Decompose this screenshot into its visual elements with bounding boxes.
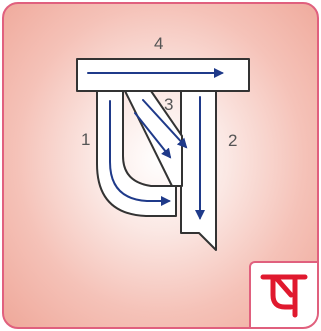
stroke-number-2: 2	[228, 132, 237, 149]
letter-glyph-icon	[251, 263, 313, 323]
letter-badge	[249, 261, 317, 327]
letter-card: 4 3 1 2	[2, 2, 319, 329]
letter-outline	[77, 59, 249, 250]
stroke-number-1: 1	[81, 131, 90, 148]
stroke-number-4: 4	[154, 35, 163, 52]
stroke-number-3: 3	[164, 96, 173, 113]
